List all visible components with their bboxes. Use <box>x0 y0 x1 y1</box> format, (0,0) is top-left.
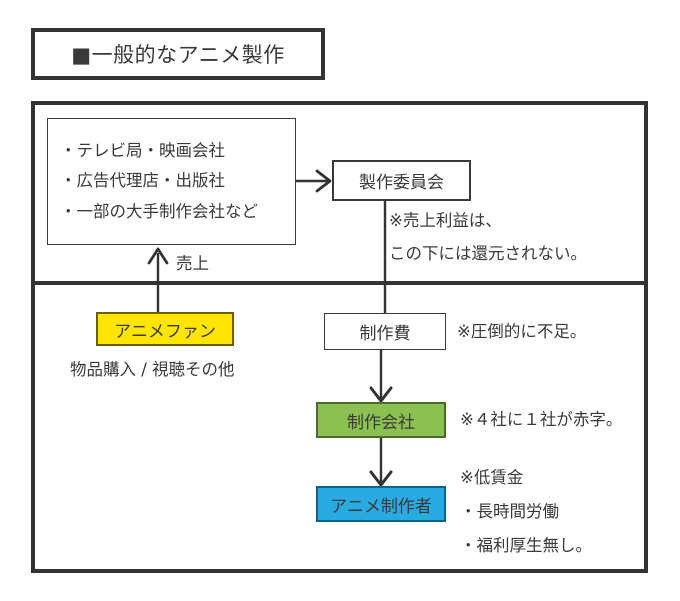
sponsors-line-3: ・一部の大手制作会社など <box>60 201 258 221</box>
production-cost-note: ※圧倒的に不足。 <box>457 322 587 341</box>
committee-note-line-2: この下には還元されない。 <box>389 244 587 263</box>
animator-note-line-1: ※低賃金 <box>460 468 524 487</box>
animator-box-label: アニメ制作者 <box>330 496 432 517</box>
studio-box: 制作会社 <box>316 402 446 438</box>
fan-box: アニメファン <box>96 312 234 346</box>
committee-note-line-1: ※売上利益は、 <box>389 211 502 230</box>
studio-box-label: 制作会社 <box>347 412 415 433</box>
title-box: ■一般的なアニメ製作 <box>31 28 325 80</box>
sponsors-box: ・テレビ局・映画会社 ・広告代理店・出版社 ・一部の大手制作会社など <box>47 118 296 245</box>
sponsors-line-2: ・広告代理店・出版社 <box>60 171 225 191</box>
fan-caption: 物品購入 / 視聴その他 <box>70 360 235 379</box>
studio-note: ※４社に１社が赤字。 <box>460 410 623 429</box>
sales-arrow-label: 売上 <box>176 254 209 273</box>
production-cost-box: 制作費 <box>324 313 446 350</box>
animator-note-line-2: ・長時間労働 <box>460 502 559 521</box>
committee-box: 製作委員会 <box>332 160 471 201</box>
fan-box-label: アニメファン <box>114 321 216 342</box>
animator-box: アニメ制作者 <box>316 486 446 522</box>
animator-note-line-3: ・福利厚生無し。 <box>460 536 592 555</box>
sponsors-line-1: ・テレビ局・映画会社 <box>60 140 225 160</box>
section-divider <box>31 281 648 285</box>
production-cost-box-label: 制作費 <box>359 324 411 344</box>
committee-box-label: 製作委員会 <box>359 173 444 193</box>
page-title: ■一般的なアニメ製作 <box>71 43 285 67</box>
